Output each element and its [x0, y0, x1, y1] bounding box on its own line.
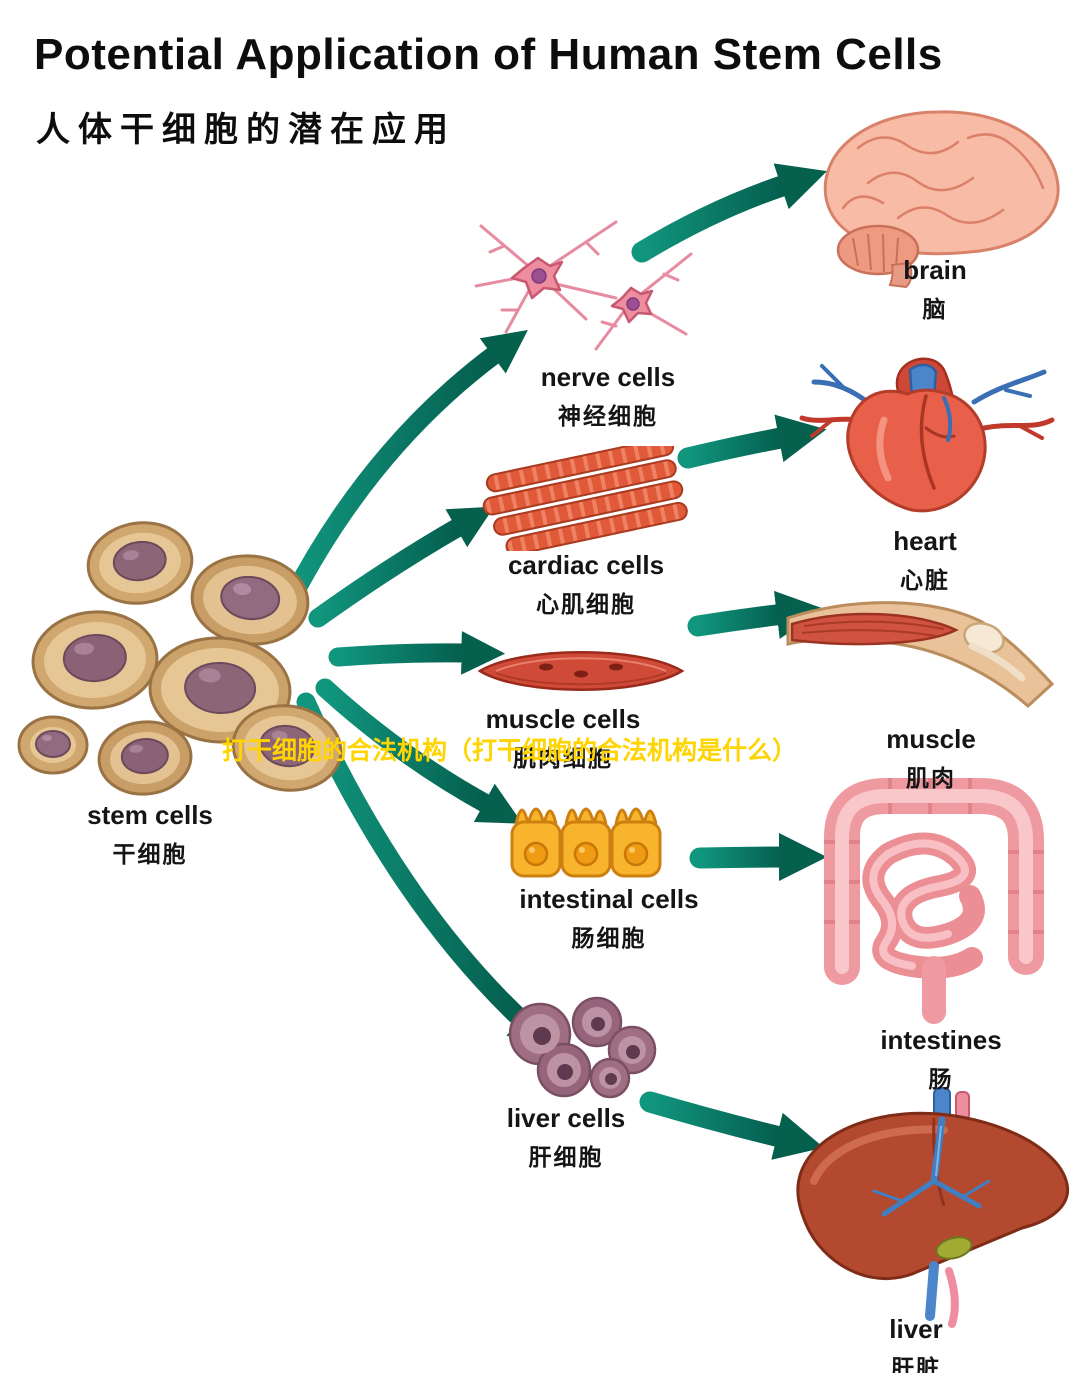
liver-label: liver 肝脏: [889, 1314, 943, 1373]
intestines-illustration: [790, 762, 1065, 1037]
muscle-cells-label-en: muscle cells: [485, 704, 641, 734]
arrow-liver-to-liver: [639, 1091, 824, 1160]
heart-illustration: [792, 336, 1057, 536]
liver-illustration: [784, 1086, 1076, 1336]
liver-cells-label-zh: 肝细胞: [528, 1144, 604, 1170]
intestinal-cells-label: intestinal cells 肠细胞: [519, 884, 698, 953]
muscle-label-zh: 肌肉: [905, 765, 956, 791]
intestinal-cells-label-en: intestinal cells: [519, 884, 699, 914]
cardiac-cells-label-zh: 心肌细胞: [536, 591, 636, 617]
arrow-cardiac-to-heart: [677, 414, 827, 469]
intestinal-cells-illustration: [494, 786, 679, 886]
page-title: Potential Application of Human Stem Cell…: [34, 30, 943, 79]
liver-cells-illustration: [492, 992, 667, 1107]
arrow-stem-to-cardiac: [308, 506, 495, 628]
nerve-cells-illustration: [466, 214, 696, 369]
liver-label-zh: 肝脏: [891, 1355, 941, 1373]
liver-cells-label-en: liver cells: [506, 1103, 626, 1133]
intestines-label: intestines 肠: [880, 1025, 1001, 1094]
muscle-cells-label-zh: 肌肉细胞: [513, 745, 613, 771]
watermark-text: 打干细胞的合法机构（打干细胞的合法机构是什么）: [222, 737, 798, 765]
arrow-stem-to-muscle: [328, 631, 506, 675]
brain-label-en: brain: [903, 255, 967, 285]
nerve-cells-label: nerve cells 神经细胞: [541, 362, 675, 431]
cardiac-cells-label: cardiac cells 心肌细胞: [508, 550, 664, 619]
arrow-stem-to-nerve: [282, 329, 528, 608]
cardiac-cells-illustration: [478, 437, 693, 556]
brain-illustration: [798, 98, 1070, 293]
heart-label: heart 心脏: [893, 526, 957, 595]
muscle-cells-illustration: [476, 640, 686, 707]
cardiac-cells-label-en: cardiac cells: [507, 550, 665, 580]
arrow-stem-to-intestinal: [315, 678, 523, 824]
heart-label-zh: 心脏: [899, 567, 950, 593]
stem-cells-illustration: [15, 508, 365, 813]
stem-cells-label-en: stem cells: [87, 800, 213, 830]
intestinal-cells-label-zh: 肠细胞: [571, 925, 647, 951]
muscle-illustration: [786, 576, 1071, 721]
muscle-label-en: muscle: [886, 724, 976, 754]
stem-cells-label: stem cells 干细胞: [87, 800, 213, 869]
brain-label: brain 脑: [903, 255, 967, 324]
brain-label-zh: 脑: [922, 296, 948, 322]
muscle-cells-label: muscle cells 肌肉细胞: [486, 704, 641, 773]
nerve-cells-label-en: nerve cells: [540, 362, 676, 392]
intestines-label-en: intestines: [880, 1025, 1002, 1055]
arrow-intestinal-to-intestines: [689, 832, 828, 882]
intestines-label-zh: 肠: [928, 1066, 954, 1092]
arrow-nerve-to-brain: [631, 163, 827, 263]
stem-cells-label-zh: 干细胞: [112, 841, 188, 867]
muscle-label: muscle 肌肉: [886, 724, 976, 793]
liver-label-en: liver: [889, 1314, 943, 1344]
page-subtitle: 人体干细胞的潜在应用: [36, 111, 456, 149]
liver-cells-label: liver cells 肝细胞: [507, 1103, 626, 1172]
heart-label-en: heart: [893, 526, 957, 556]
arrow-muscle-to-muscle: [687, 590, 825, 639]
nerve-cells-label-zh: 神经细胞: [558, 403, 658, 429]
